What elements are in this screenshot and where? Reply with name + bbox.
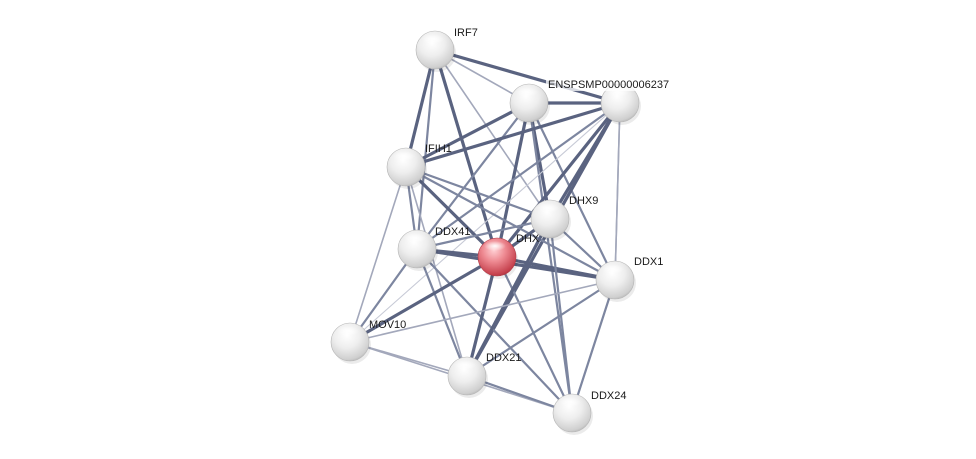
nodes-layer <box>330 30 641 435</box>
edge-ensp-ddx41 <box>415 101 622 251</box>
node-highlight <box>516 87 538 97</box>
node-highlight <box>537 203 559 213</box>
node-label-ddx1: DDX1 <box>634 256 663 268</box>
node-label-mov10: MOV10 <box>369 319 406 331</box>
edge-ifih1-ddx1 <box>404 165 617 282</box>
node-highlight <box>337 326 359 336</box>
node-highlight <box>422 34 444 44</box>
node-enspsmp00000006237[interactable] <box>600 83 641 125</box>
edge-ifih1-dhx58 <box>404 165 499 259</box>
edge-irf7-ifih1 <box>404 48 437 169</box>
edge-ddx41-ddx21 <box>415 247 469 378</box>
node-mov10[interactable] <box>330 322 371 364</box>
edge-irf7-dhx58 <box>433 48 499 259</box>
edge-ensp-ifih1 <box>404 101 622 169</box>
node-label-irf7: IRF7 <box>454 27 478 39</box>
node-label-ddx41: DDX41 <box>435 226 470 238</box>
edge-ddx1-ddx21 <box>465 278 617 378</box>
node-unlabeled-2[interactable] <box>509 83 550 125</box>
node-label-ddx24: DDX24 <box>591 390 626 402</box>
edge-ddx41-ddx24 <box>415 247 574 415</box>
node-irf7[interactable] <box>415 30 456 72</box>
edge-irf7-dhx9 <box>434 49 551 220</box>
node-dhx9[interactable] <box>530 199 571 241</box>
edge-dhx58-mov10 <box>348 255 499 344</box>
node-label-dhx: DHX <box>516 233 540 245</box>
node-label-ddx21: DDX21 <box>486 352 521 364</box>
node-label-dhx9: DHX9 <box>569 195 598 207</box>
edge-n3-ddx24 <box>527 101 574 415</box>
node-ifih1[interactable] <box>386 147 427 189</box>
node-dhx[interactable] <box>477 237 518 279</box>
edge-n3-ddx41 <box>415 101 531 251</box>
node-ddx41[interactable] <box>397 229 438 271</box>
edge-ifih1-ddx21 <box>405 166 468 377</box>
edge-ifih1-mov10 <box>349 166 407 343</box>
edge-dhx58-ddx21 <box>465 255 499 378</box>
edge-dhx9-ddx21 <box>465 217 552 378</box>
edge-ddx1-ddx24 <box>570 278 617 415</box>
edge-dhx58-ddx24 <box>495 255 574 415</box>
label-backdrop <box>546 77 680 91</box>
edge-n3-ifih1 <box>404 101 531 169</box>
edge-ensp-mov10 <box>349 102 621 343</box>
edge-ensp-dhx58 <box>495 101 622 259</box>
node-highlight <box>393 151 415 161</box>
node-ddx21[interactable] <box>447 356 488 398</box>
node-ddx1[interactable] <box>595 260 636 302</box>
node-highlight <box>602 264 624 274</box>
node-highlight <box>484 241 506 251</box>
node-highlight <box>454 360 476 370</box>
node-highlight <box>559 397 581 407</box>
edge-ddx41-dhx9 <box>415 217 552 251</box>
node-ddx24[interactable] <box>552 393 593 435</box>
node-label-ifih1: IFIH1 <box>425 143 452 155</box>
edges-layer <box>348 48 622 415</box>
edge-ifih1-dhx9 <box>404 165 552 221</box>
edge-ddx1-mov10 <box>349 279 616 343</box>
node-highlight <box>404 233 426 243</box>
node-label-enspsmp00000006237: ENSPSMP00000006237 <box>548 79 669 91</box>
edge-ddx1-ensp <box>614 102 621 281</box>
edge-irf7-ensp <box>433 48 622 105</box>
